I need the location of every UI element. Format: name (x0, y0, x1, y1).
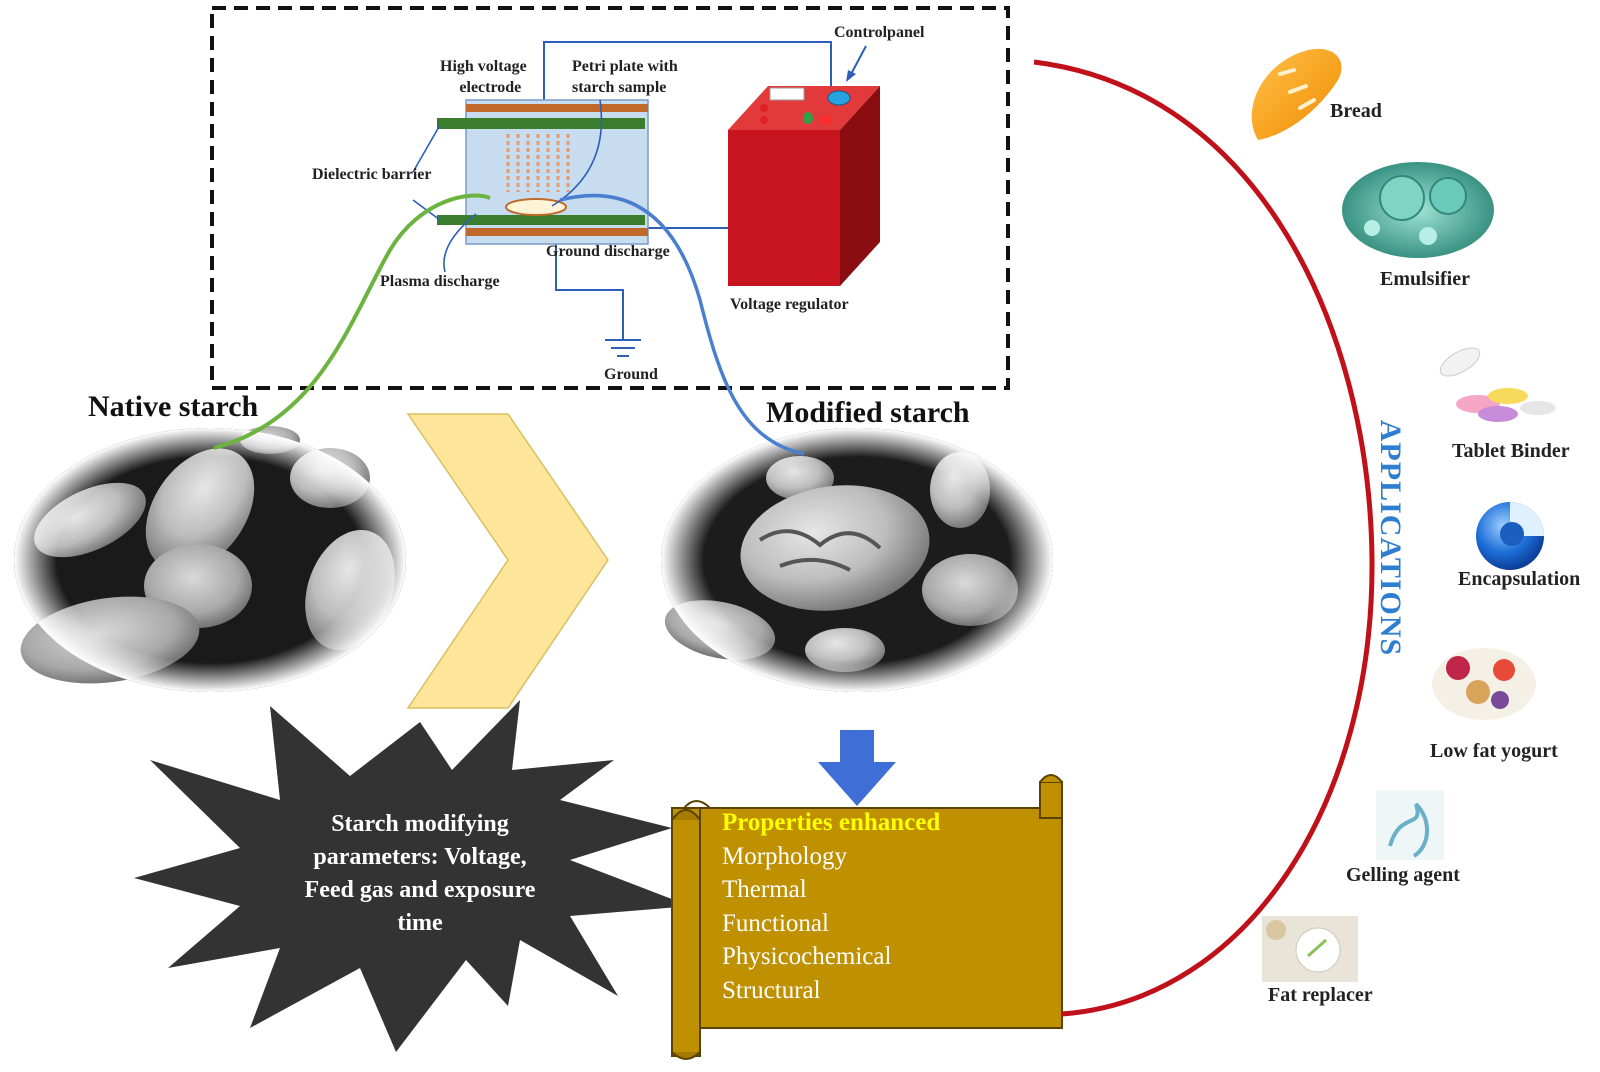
parameters-line-1: Starch modifying (331, 811, 509, 837)
voltage-regulator (728, 86, 880, 286)
parameters-line-2: parameters: Voltage, (313, 844, 527, 870)
control-panel-label: Controlpanel (834, 24, 925, 41)
applications-title-box: APPLICATIONS (1360, 398, 1420, 678)
app-label-bread: Bread (1330, 100, 1382, 122)
emulsifier-icon (1342, 162, 1494, 258)
fat-replacer-icon (1262, 916, 1358, 982)
control-wire (543, 41, 832, 102)
native-starch-image (14, 426, 406, 692)
property-item: Functional (722, 909, 829, 937)
setup-dashed-frame (210, 6, 1010, 390)
high-voltage-electrode-label: High voltage electrode (440, 56, 527, 98)
down-arrow (818, 730, 896, 806)
electrode-top-plate (466, 104, 648, 112)
tablet-binder-icon (1439, 347, 1556, 422)
parameters-line-3: Feed gas and exposure (304, 877, 536, 903)
control-panel-pointer-head (846, 70, 856, 82)
ground-wire (555, 240, 624, 340)
native-starch-label: Native starch (88, 390, 259, 423)
applications-title: APPLICATIONS (1374, 419, 1407, 657)
low-fat-yogurt-icon (1432, 648, 1536, 720)
parameters-text: Starch modifying parameters: Voltage, Fe… (270, 808, 570, 940)
dielectric-bottom (437, 215, 645, 225)
petri-plate (505, 198, 567, 216)
applications-curve (1033, 59, 1375, 1017)
app-label-encapsulation: Encapsulation (1458, 568, 1581, 590)
properties-heading: Properties enhanced (722, 809, 941, 836)
ground-label: Ground (604, 366, 658, 383)
high-voltage-line-2: electrode (459, 79, 522, 96)
app-label-fat-replacer: Fat replacer (1268, 984, 1373, 1006)
bread-icon (1251, 48, 1342, 140)
app-label-gelling-agent: Gelling agent (1346, 864, 1460, 886)
property-item: Thermal (722, 876, 807, 903)
modified-starch-image (661, 428, 1053, 692)
property-item: Physicochemical (722, 943, 892, 970)
modified-starch-label: Modified starch (766, 396, 970, 429)
properties-list: Properties enhanced Morphology Thermal F… (722, 806, 940, 1007)
ground-symbol (605, 339, 641, 357)
petri-plate-label: Petri plate with starch sample (572, 56, 678, 98)
plasma-filaments (506, 134, 570, 192)
app-label-low-fat-yogurt: Low fat yogurt (1430, 740, 1558, 762)
dielectric-top (437, 118, 645, 129)
property-item: Structural (722, 976, 821, 1004)
voltage-regulator-label: Voltage regulator (730, 296, 849, 313)
parameters-line-4: time (397, 910, 443, 936)
ground-discharge-label: Ground discharge (546, 243, 670, 260)
parameter-starburst (134, 700, 690, 1052)
petri-line-2: starch sample (572, 79, 667, 96)
electrode-bottom-plate (466, 228, 648, 236)
plasma-discharge-label: Plasma discharge (380, 273, 500, 290)
control-panel-pointer (849, 45, 867, 77)
native-starch-curve (213, 193, 491, 450)
gelling-agent-icon (1376, 790, 1444, 860)
process-chevron (406, 413, 609, 709)
properties-scroll (671, 774, 1063, 1060)
high-voltage-line-1: High voltage (440, 58, 527, 75)
dielectric-barrier-label: Dielectric barrier (312, 166, 432, 183)
app-label-emulsifier: Emulsifier (1380, 268, 1470, 290)
modified-starch-curve (559, 193, 805, 456)
app-label-tablet-binder: Tablet Binder (1452, 440, 1570, 462)
property-item: Morphology (722, 842, 847, 870)
petri-line-1: Petri plate with (572, 58, 678, 75)
encapsulation-icon (1476, 502, 1544, 570)
